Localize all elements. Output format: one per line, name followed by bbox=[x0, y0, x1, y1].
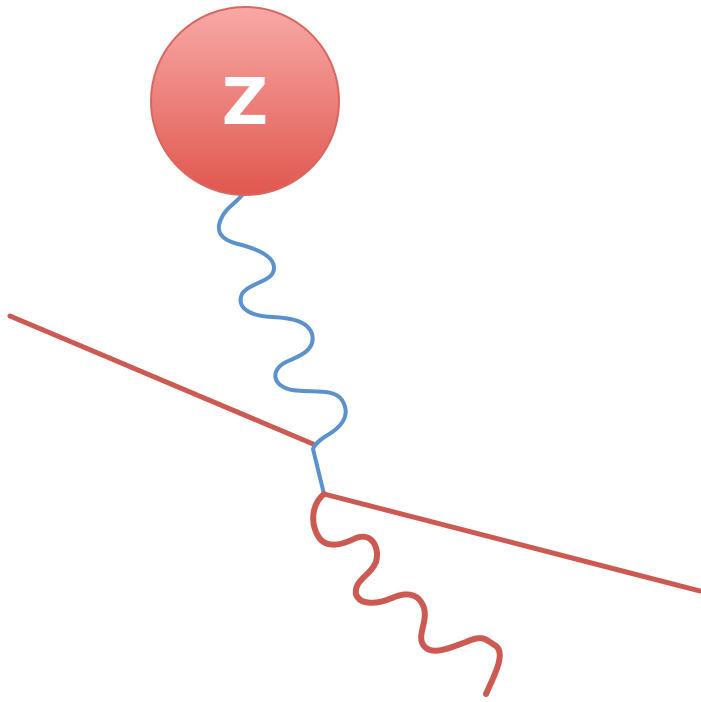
red-wavy-line bbox=[310, 491, 503, 697]
z-node bbox=[150, 6, 340, 196]
blue-wavy-line bbox=[216, 191, 348, 496]
outgoing-line bbox=[321, 491, 701, 594]
z-node-label: Z bbox=[222, 66, 268, 140]
incoming-line bbox=[7, 313, 316, 447]
